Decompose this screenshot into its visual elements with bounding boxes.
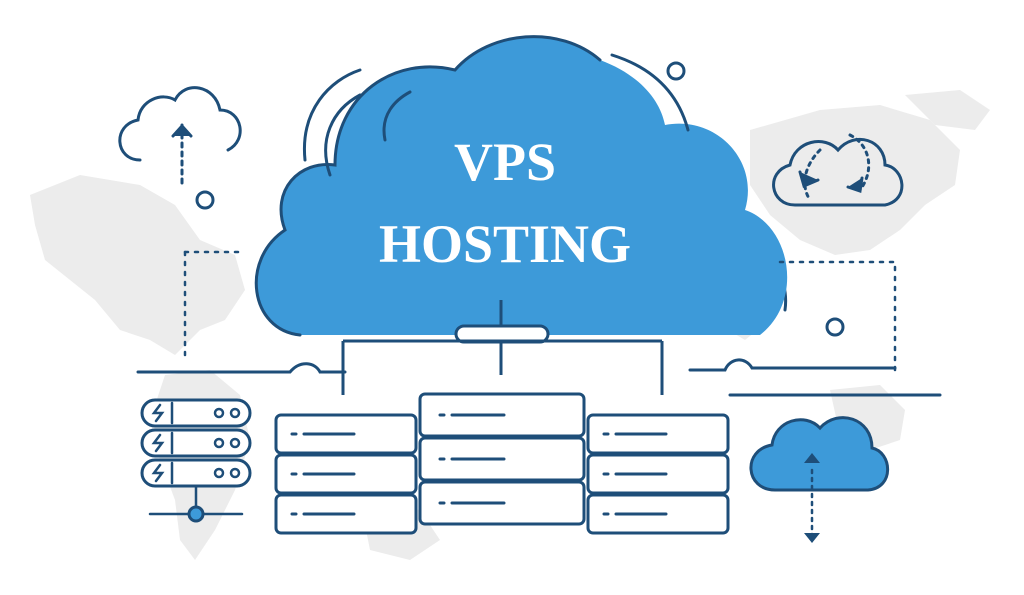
upload-cloud-icon bbox=[118, 86, 242, 187]
main-cloud bbox=[254, 35, 788, 337]
wave-line bbox=[136, 362, 347, 374]
download-cloud-icon bbox=[749, 416, 890, 543]
node-dot bbox=[195, 190, 215, 210]
sync-cloud-icon bbox=[772, 133, 904, 207]
server-rack-icon bbox=[140, 398, 252, 488]
server-rack-details bbox=[148, 401, 244, 516]
title-line-2: HOSTING bbox=[379, 214, 631, 274]
server-indicators bbox=[290, 413, 668, 516]
cloud-connector bbox=[341, 300, 664, 395]
title-line-1: VPS bbox=[454, 132, 556, 192]
node-dot bbox=[825, 317, 845, 337]
node-dot bbox=[187, 505, 205, 523]
dotted-connector bbox=[778, 260, 897, 372]
wave-line bbox=[688, 358, 897, 372]
node-dot bbox=[666, 61, 686, 81]
